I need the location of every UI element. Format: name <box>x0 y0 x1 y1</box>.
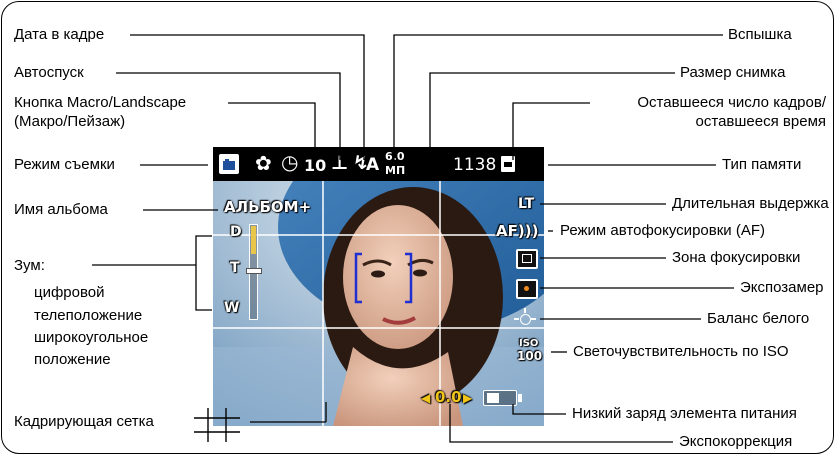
face <box>343 205 453 349</box>
af-mode-badge: AF))) <box>496 222 539 240</box>
focus-bracket-right <box>405 252 413 304</box>
label-macro-line2: (Макро/Пейзаж) <box>14 113 126 130</box>
iso-label-top: ISO <box>519 338 539 349</box>
line-remaining <box>512 102 590 160</box>
grid-symbol-icon <box>194 408 240 442</box>
exposure-arrow-left-icon: ◀ <box>421 391 431 405</box>
macro-landscape-icon: ✿ <box>255 151 272 175</box>
label-shooting-mode: Режим съемки <box>14 156 115 173</box>
exposure-comp-value: 0.0 <box>435 388 462 406</box>
camera-status-bar: ✿ ◷ 10 ⊥ ↯ A 6.0 МП 1138 <box>213 147 544 181</box>
label-low-battery: Низкий заряд элемента питания <box>572 405 797 422</box>
neck-shoulders <box>333 347 463 426</box>
image-size-bottom: МП <box>385 164 406 177</box>
sample-photo <box>213 147 544 426</box>
flash-icon: ↯ <box>353 152 369 174</box>
label-framing-grid: Кадрирующая сетка <box>14 413 154 430</box>
label-zoom-digital: цифровой <box>34 284 105 301</box>
white-balance-icon <box>514 308 536 330</box>
frames-remaining-value: 1138 <box>453 155 497 175</box>
line-date <box>130 34 365 160</box>
label-long-exposure: Длительная выдержка <box>672 195 829 212</box>
line-self-timer <box>116 72 341 160</box>
date-stamp-icon: ⊥ <box>331 152 349 174</box>
line-battery <box>512 404 566 415</box>
eyebrow-left <box>362 259 392 267</box>
shooting-mode-icon <box>219 154 239 174</box>
label-zoom-wide-line1: широкоугольное <box>34 329 149 346</box>
label-remaining-line2: оставшееся время <box>695 113 826 130</box>
flash-mode-value: A <box>366 155 380 175</box>
label-iso: Светочувствительность по ISO <box>573 343 789 360</box>
eye-left <box>371 270 385 278</box>
iso-label-bottom: 100 <box>517 349 543 363</box>
eye-right <box>413 269 427 277</box>
label-self-timer: Автоспуск <box>14 64 84 81</box>
album-name-value: АЛЬБОМ+ <box>224 198 312 216</box>
label-af-mode: Режим автофокусировки (AF) <box>560 222 765 239</box>
self-timer-icon: ◷ <box>281 150 299 174</box>
line-flash <box>393 34 723 160</box>
label-macro-line1: Кнопка Macro/Landscape <box>14 94 187 111</box>
label-zoom-wide-line2: положение <box>34 351 111 368</box>
battery-icon <box>483 390 522 406</box>
label-memory-type: Тип памяти <box>722 156 802 173</box>
label-date-in-frame: Дата в кадре <box>14 26 105 43</box>
label-metering: Экспозамер <box>740 279 824 296</box>
label-remaining-line1: Оставшееся число кадров/ <box>637 94 826 111</box>
zoom-d-label: D <box>230 224 242 240</box>
focus-zone-icon <box>516 249 538 269</box>
self-timer-value: 10 <box>304 156 327 175</box>
label-zoom-tele: телеположение <box>34 307 143 324</box>
label-exposure-comp: Экспокоррекция <box>679 433 793 450</box>
memory-type-icon <box>501 156 515 172</box>
label-focus-zone: Зона фокусировки <box>672 249 801 266</box>
line-macro <box>228 102 316 160</box>
mouth <box>382 316 416 325</box>
zoom-bar-digital <box>251 226 256 254</box>
zoom-t-label: T <box>230 260 240 276</box>
focus-bracket-left <box>354 252 362 304</box>
label-white-balance: Баланс белого <box>707 310 810 327</box>
line-image-size <box>429 72 675 160</box>
line-zoom-bracket <box>195 235 212 311</box>
label-album-name: Имя альбома <box>14 201 108 218</box>
label-image-size: Размер снимка <box>680 64 786 81</box>
metering-icon <box>516 279 538 299</box>
long-exposure-badge: LT <box>518 196 535 212</box>
zoom-bar-position <box>246 268 262 274</box>
exposure-arrow-right-icon: ▶ <box>463 391 473 405</box>
image-size-top: 6.0 <box>385 150 405 163</box>
label-flash: Вспышка <box>728 26 792 43</box>
line-exposure-comp <box>449 404 673 443</box>
camera-lcd-screen <box>213 147 544 426</box>
zoom-w-label: W <box>224 300 240 316</box>
label-zoom: Зум: <box>14 257 45 274</box>
